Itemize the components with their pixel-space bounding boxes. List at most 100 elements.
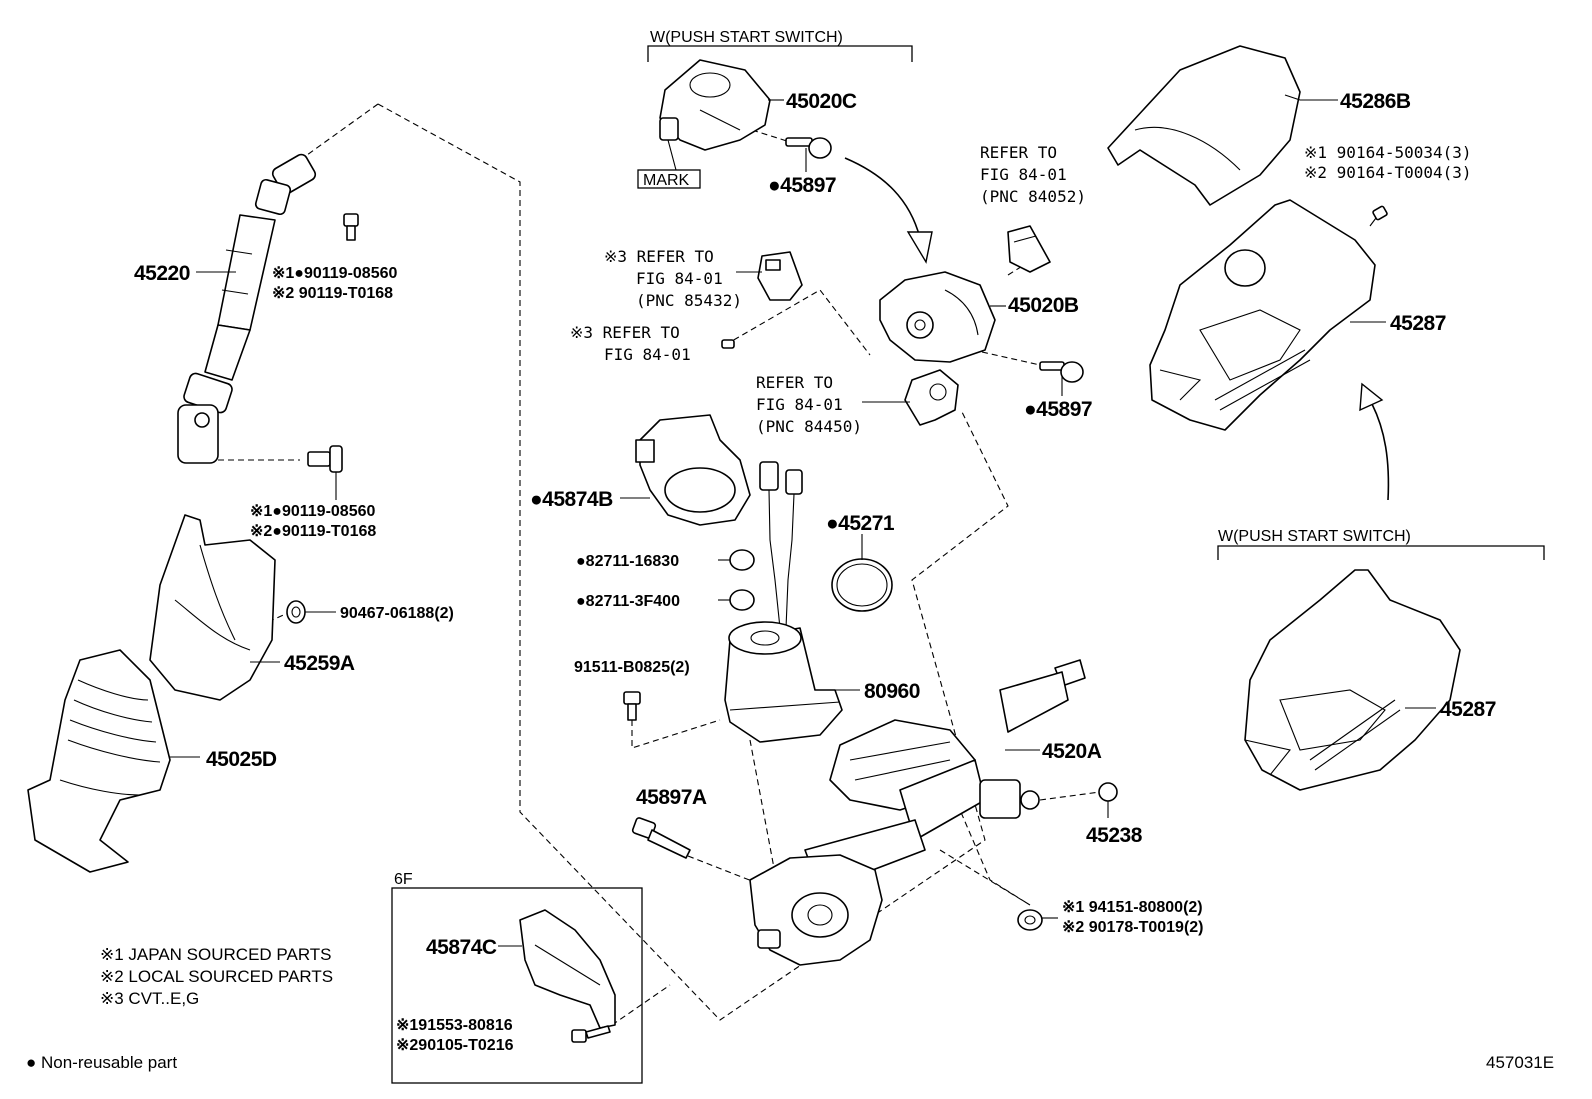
leader-dash-45238 (1039, 791, 1101, 801)
label-bolt-upper-line1: ※1●90119-08560 (272, 265, 398, 282)
bolt-91511 (623, 691, 641, 721)
bolt-lower-shaft (307, 445, 343, 473)
label-nut-line2: ※2 90178-T0019(2) (1062, 919, 1204, 936)
screw-small-refer (721, 339, 735, 349)
label-screw-45286-line1: ※1 90164-50034(3) (1304, 143, 1472, 162)
label-nut-line1: ※1 94151-80800(2) (1062, 899, 1203, 916)
bolt-45238 (1098, 782, 1118, 802)
label-refer-84052-line2: FIG 84-01 (980, 165, 1067, 184)
label-45287-lower: 45287 (1440, 698, 1496, 721)
bolt-upper-shaft (343, 213, 359, 241)
lower-column-cover-45287-lower (1244, 569, 1461, 791)
assist-motor-80960 (724, 621, 843, 743)
push-start-bracket-right (1217, 545, 1545, 560)
leader-dash-45897A (687, 855, 776, 891)
label-refer-84-line2: FIG 84-01 (604, 345, 691, 364)
screw-90164 (1369, 205, 1388, 227)
label-refer-84450-line1: REFER TO (756, 373, 833, 392)
label-refer-85432-line3: (PNC 85432) (636, 291, 742, 310)
push-start-bracket-top (647, 45, 913, 62)
upper-column-cover-45286B (1107, 45, 1301, 206)
lock-housing-45020B (879, 271, 996, 363)
label-4520A: 4520A (1042, 740, 1102, 763)
label-screw-45286-line2: ※2 90164-T0004(3) (1304, 163, 1472, 182)
label-refer-85432-line2: FIG 84-01 (636, 269, 723, 288)
install-arrow-switch (844, 157, 921, 239)
lower-column-cover-45287-upper (1149, 199, 1376, 431)
label-box-bolt-line1: ※191553-80816 (396, 1017, 513, 1034)
label-45259A: 45259A (284, 652, 355, 675)
label-80960: 80960 (864, 680, 920, 703)
bolt-box-91553 (571, 1025, 611, 1043)
mark-box (637, 169, 701, 189)
label-refer-84-line1: ※3 REFER TO (570, 323, 680, 342)
label-45286B: 45286B (1340, 90, 1411, 113)
legend-local-sourced: ※2 LOCAL SOURCED PARTS (100, 967, 333, 986)
leader-dash-push-screw (751, 129, 791, 143)
label-45220: 45220 (134, 262, 190, 285)
switch-housing-45020C (659, 59, 771, 151)
clamp-82711-3F400 (729, 589, 755, 611)
label-90467: 90467-06188(2) (340, 605, 454, 622)
column-cover-45874C (519, 909, 616, 1029)
label-bolt-upper-line2: ※2 90119-T0168 (272, 285, 393, 302)
label-45020C: 45020C (786, 90, 857, 113)
label-45287-upper: 45287 (1390, 312, 1446, 335)
steering-column-4520A (749, 659, 1086, 966)
label-45897-mid: ●45897 (1024, 398, 1092, 421)
label-refer-84052-line1: REFER TO (980, 143, 1057, 162)
leader-dash-switch (724, 289, 871, 356)
label-mark: MARK (643, 172, 690, 189)
column-hole-cover-45259A (149, 514, 276, 701)
figure-code: 457031E (1486, 1053, 1554, 1072)
label-clamp-16830: ●82711-16830 (576, 553, 679, 570)
label-45897A: 45897A (636, 786, 707, 809)
label-refer-84450-line2: FIG 84-01 (756, 395, 843, 414)
transponder-84450 (904, 369, 959, 426)
clamp-82711-16830 (729, 549, 755, 571)
label-45238: 45238 (1086, 824, 1143, 847)
legend-japan-sourced: ※1 JAPAN SOURCED PARTS (100, 945, 332, 964)
label-bolt-lower-line2: ※2●90119-T0168 (250, 523, 376, 540)
band-45271 (831, 558, 893, 612)
label-bolt-lower-line1: ※1●90119-08560 (250, 503, 376, 520)
motor-wire-harness (759, 461, 803, 629)
install-arrow-cover-head (1359, 382, 1384, 412)
sensor-85432 (757, 251, 803, 301)
box-6F (391, 887, 643, 1084)
label-91511: 91511-B0825(2) (574, 659, 690, 676)
label-box-bolt-line2: ※290105-T0216 (396, 1037, 514, 1054)
lead-mark (667, 139, 677, 171)
label-45897-top: ●45897 (768, 174, 836, 197)
lock-bracket-45874B (635, 414, 751, 526)
legend-non-reusable: ● Non-reusable part (26, 1053, 177, 1072)
washer-90467 (286, 600, 306, 624)
legend-cvt: ※3 CVT..E,G (100, 989, 199, 1008)
label-45271: ●45271 (826, 512, 895, 535)
steering-boot-45025D (27, 649, 171, 873)
leader-dash-box-bolt (611, 984, 671, 1026)
install-arrow-cover (1371, 403, 1390, 501)
label-45874C: 45874C (426, 936, 497, 959)
intermediate-shaft-45220 (177, 153, 317, 464)
immobiliser-coil-84052 (1007, 225, 1051, 273)
label-45874B: ●45874B (530, 488, 613, 511)
label-refer-84450-line3: (PNC 84450) (756, 417, 862, 436)
leader-dash-cylinder-screw (981, 351, 1041, 366)
label-clamp-3F400: ●82711-3F400 (576, 593, 680, 610)
label-push-start-right: W(PUSH START SWITCH) (1218, 528, 1411, 545)
bolt-45897A (631, 817, 691, 859)
screw-45897-top (785, 137, 832, 159)
label-push-start-top: W(PUSH START SWITCH) (650, 29, 843, 46)
label-45020B: 45020B (1008, 294, 1079, 317)
leader-dash-motor-bolt (631, 719, 721, 749)
label-refer-84052-line3: (PNC 84052) (980, 187, 1086, 206)
label-refer-85432-line1: ※3 REFER TO (604, 247, 714, 266)
install-arrow-switch-head (906, 231, 933, 264)
leader-dash-nut (939, 809, 1031, 906)
leader-dash-upper-shaft (299, 103, 379, 161)
label-box-6F: 6F (394, 871, 413, 888)
screw-45897-mid (1039, 361, 1084, 383)
nut-94151 (1017, 909, 1043, 931)
